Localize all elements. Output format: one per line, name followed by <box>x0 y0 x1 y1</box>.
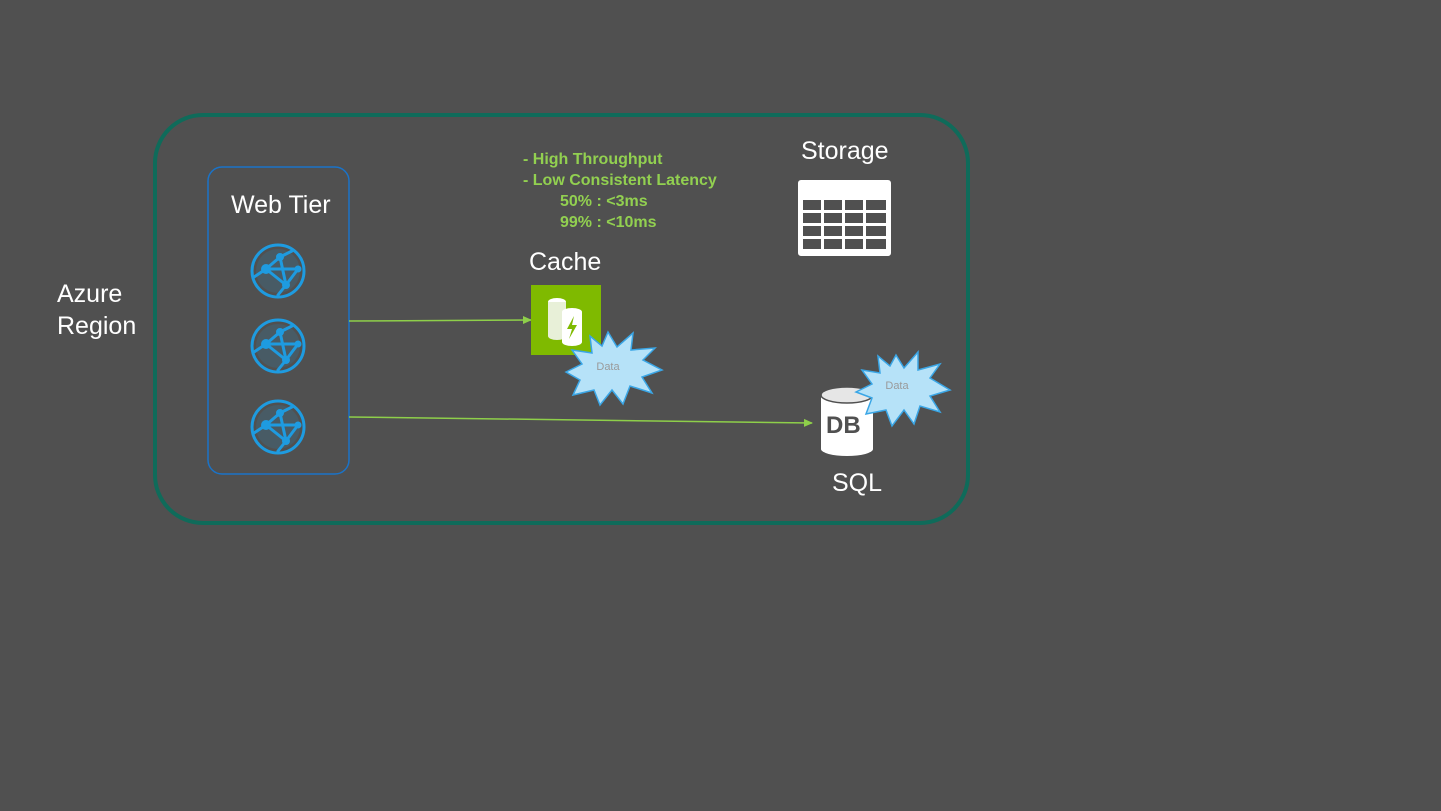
region-label-line1: Azure <box>57 280 123 308</box>
performance-notes: - High Throughput - Low Consistent Laten… <box>523 149 717 233</box>
region-label-line2: Region <box>57 312 137 340</box>
storage-label: Storage <box>801 137 889 165</box>
cache-data-burst-icon <box>564 330 664 407</box>
web-app-icon <box>250 399 306 455</box>
notes-line-p50: 50% : <3ms <box>560 193 648 210</box>
cache-data-label: Data <box>596 361 620 373</box>
azure-region-boundary <box>153 113 970 525</box>
web-app-icon <box>250 318 306 374</box>
redis-cache-icon <box>531 285 601 355</box>
web-tier-label: Web Tier <box>231 191 331 219</box>
table-storage-icon <box>798 180 891 256</box>
azure-region-label: Azure Region <box>57 278 136 342</box>
sql-database-icon <box>820 386 874 456</box>
sql-data-label: Data <box>885 380 909 392</box>
cache-label: Cache <box>529 248 602 276</box>
notes-line-latency: - Low Consistent Latency <box>523 172 717 189</box>
notes-line-p99: 99% : <10ms <box>560 214 657 231</box>
web-app-icon <box>250 243 306 299</box>
arrow-web-to-cache <box>348 316 532 325</box>
arrow-web-to-sql <box>348 416 813 427</box>
sql-db-text: DB <box>826 412 861 439</box>
notes-line-throughput: - High Throughput <box>523 151 663 168</box>
sql-data-burst-icon <box>854 350 952 428</box>
sql-label: SQL <box>832 469 883 497</box>
